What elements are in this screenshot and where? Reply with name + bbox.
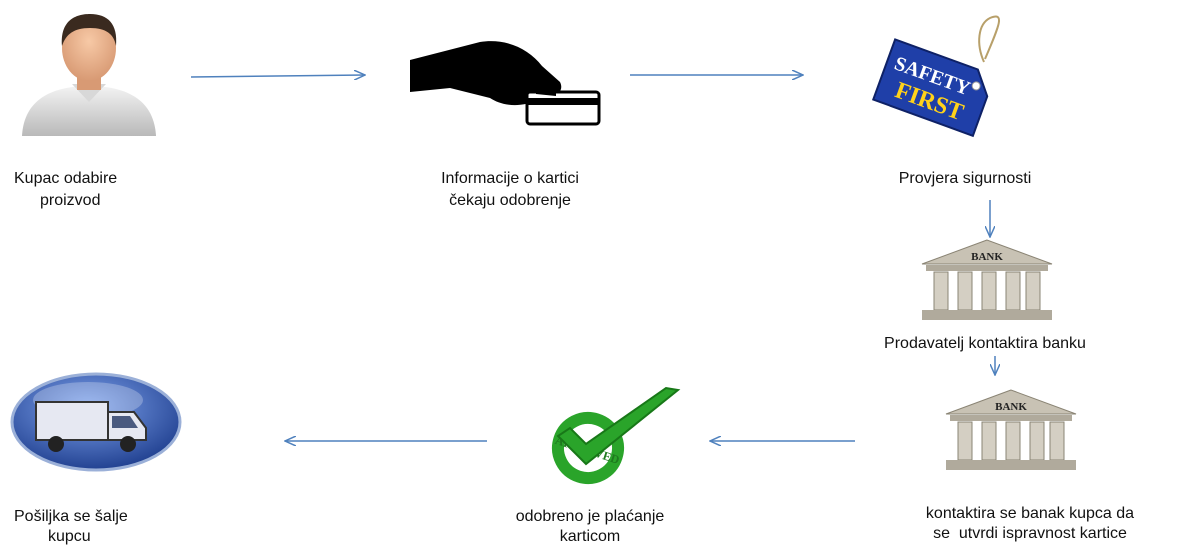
arrow-customer-to-card — [190, 75, 365, 77]
bank-icon: BANK — [921, 239, 1053, 320]
approved-checkmark-icon: APPROVED — [552, 386, 681, 484]
card-label-line1: Informacije o kartici — [441, 170, 579, 187]
delivery-truck-icon — [10, 372, 182, 472]
bank-sign-text-buyer: BANK — [995, 401, 1027, 413]
customer-avatar-icon — [22, 14, 156, 136]
card-label-line2: čekaju odobrenje — [449, 192, 571, 209]
safety-first-tag-icon: SAFETY FIRST — [871, 15, 1001, 138]
customer-label-line2: proizvod — [40, 192, 101, 209]
bank-icon-buyer: BANK — [945, 389, 1077, 470]
approved-label-line1: odobreno je plaćanje — [515, 508, 665, 525]
bank-sign-text: BANK — [971, 251, 1003, 263]
shipment-label-line1: Pošiljka se šalje — [14, 508, 128, 525]
buyer-bank-label-line2: se utvrdi ispravnost kartice — [933, 525, 1127, 542]
security-label: Provjera sigurnosti — [898, 170, 1032, 187]
customer-label-line1: Kupac odabire — [14, 170, 118, 187]
hand-card-icon — [410, 41, 601, 126]
buyer-bank-label-line1: kontaktira se banak kupca da — [925, 505, 1135, 522]
approved-label-line2: karticom — [559, 528, 621, 545]
shipment-label-line2: kupcu — [48, 528, 91, 545]
seller-bank-label: Prodavatelj kontaktira banku — [884, 335, 1086, 352]
